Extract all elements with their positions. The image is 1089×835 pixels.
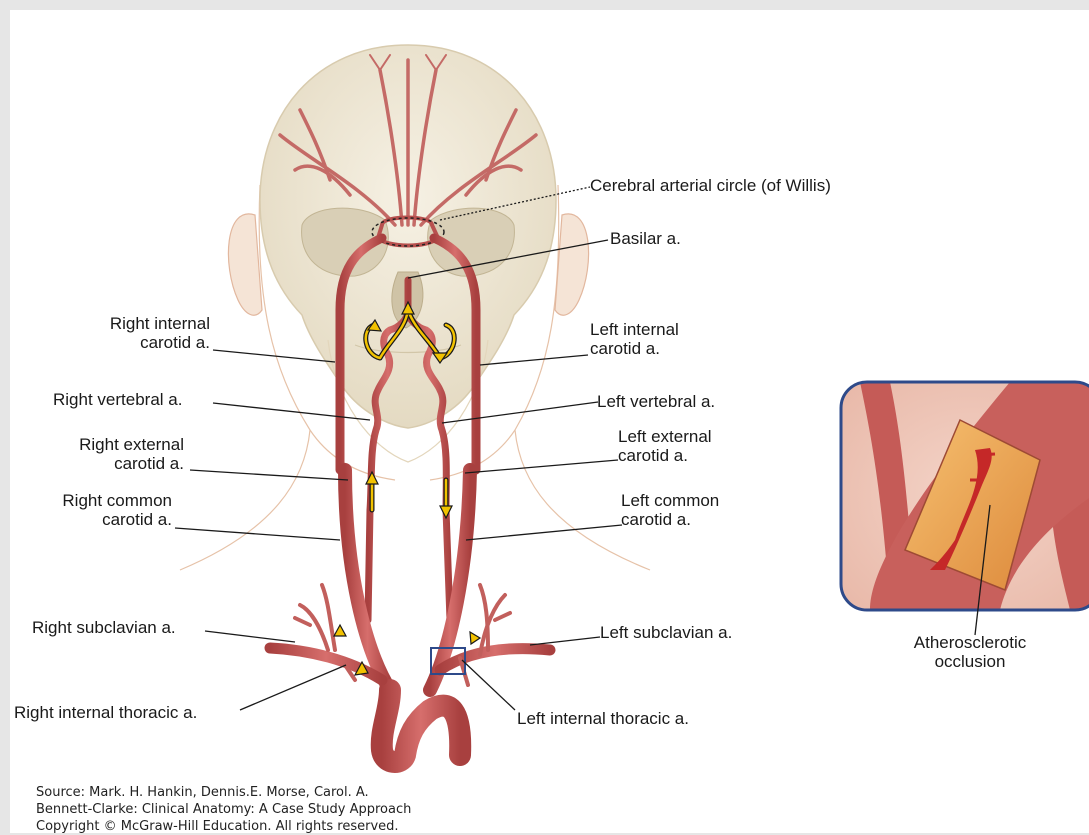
- subclavian-arteries: [270, 648, 550, 680]
- label-left-external-carotid: Left external carotid a.: [618, 427, 712, 465]
- label-left-common-carotid: Left common carotid a.: [621, 491, 719, 529]
- label-right-common-carotid: Right common carotid a.: [30, 491, 172, 529]
- label-left-subclavian: Left subclavian a.: [600, 623, 732, 642]
- label-right-internal-carotid: Right internal carotid a.: [70, 314, 210, 352]
- source-line: Copyright © McGraw-Hill Education. All r…: [36, 818, 411, 835]
- occlusion-inset: [841, 382, 1089, 635]
- label-right-subclavian: Right subclavian a.: [32, 618, 176, 637]
- slide: Cerebral arterial circle (of Willis) Bas…: [10, 10, 1089, 833]
- label-basilar: Basilar a.: [610, 229, 681, 248]
- label-atherosclerotic-occlusion: Atherosclerotic occlusion: [894, 633, 1046, 671]
- source-line: Source: Mark. H. Hankin, Dennis.E. Morse…: [36, 784, 411, 801]
- label-left-internal-carotid: Left internal carotid a.: [590, 320, 679, 358]
- label-circle-of-willis: Cerebral arterial circle (of Willis): [590, 176, 831, 195]
- shoulder-branches: [295, 585, 510, 685]
- label-right-vertebral: Right vertebral a.: [53, 390, 182, 409]
- label-left-internal-thoracic: Left internal thoracic a.: [517, 709, 689, 728]
- aortic-arch: [382, 690, 460, 762]
- source-line: Bennett-Clarke: Clinical Anatomy: A Case…: [36, 801, 411, 818]
- source-citation: Source: Mark. H. Hankin, Dennis.E. Morse…: [36, 784, 411, 835]
- label-right-external-carotid: Right external carotid a.: [50, 435, 184, 473]
- label-right-internal-thoracic: Right internal thoracic a.: [14, 703, 197, 722]
- label-left-vertebral: Left vertebral a.: [597, 392, 715, 411]
